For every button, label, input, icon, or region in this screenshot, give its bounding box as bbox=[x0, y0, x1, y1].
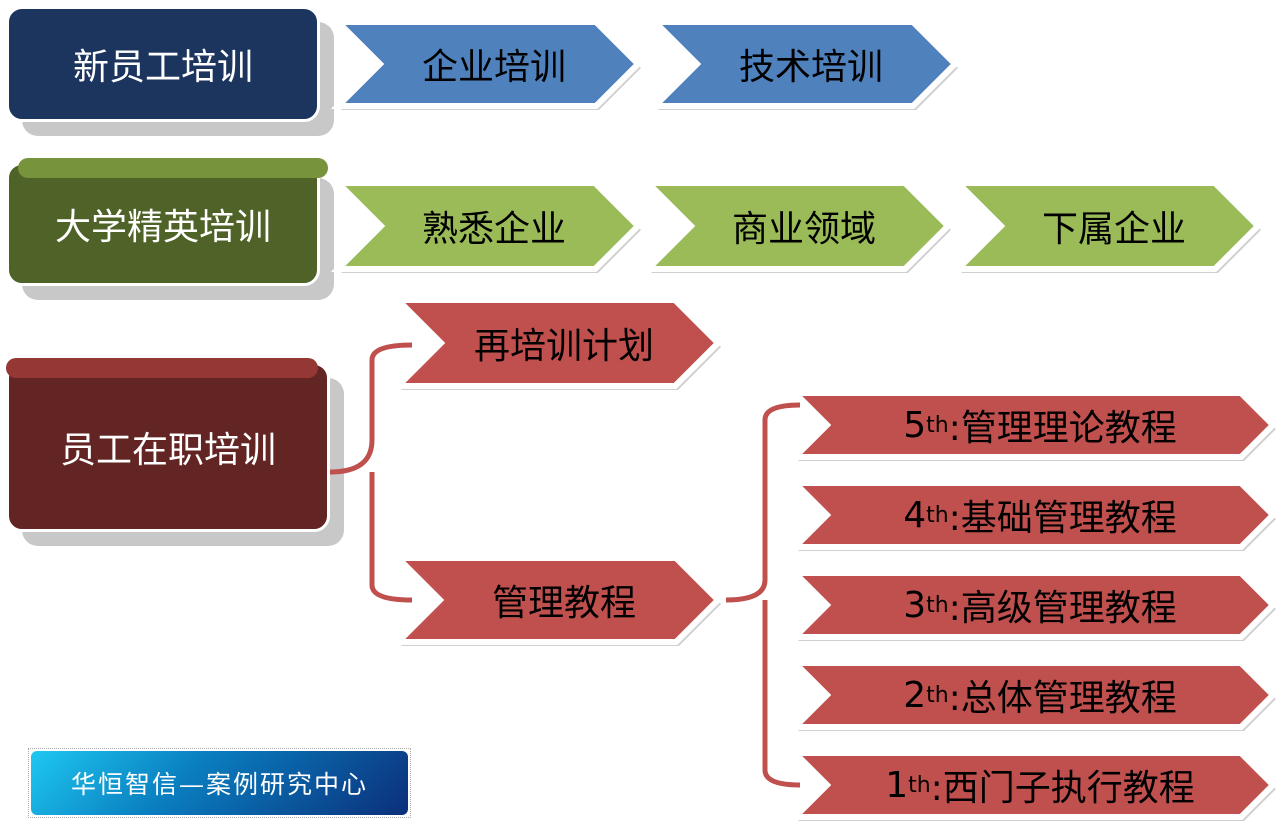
chevron-label: 企业培训 bbox=[421, 47, 566, 88]
chevron-shape bbox=[950, 180, 1263, 273]
chevron-shape bbox=[787, 390, 1278, 461]
chevron-shape bbox=[787, 660, 1278, 731]
chevron-label: 再培训计划 bbox=[473, 326, 654, 367]
box-tab bbox=[18, 158, 328, 178]
brace-left bbox=[329, 342, 413, 603]
chevron-business-field: 商业领域 bbox=[640, 180, 953, 273]
chevron-subsidiary: 下属企业 bbox=[950, 180, 1263, 273]
logo-text: 华恒智信—案例研究中心 bbox=[31, 751, 408, 815]
chevron-shape bbox=[787, 750, 1278, 821]
chevron-management-course: 管理教程 bbox=[390, 555, 723, 646]
chevron-shape bbox=[330, 19, 643, 110]
university-elite-training-box: 大学精英培训 bbox=[6, 162, 320, 286]
box-tab bbox=[6, 358, 318, 378]
chevron-label: 管理教程 bbox=[491, 583, 636, 624]
chevron-shape bbox=[390, 297, 723, 390]
chevron-shape bbox=[330, 180, 643, 273]
logo-badge: 华恒智信—案例研究中心 bbox=[28, 748, 411, 818]
chevron-know-enterprise: 熟悉企业 bbox=[330, 180, 643, 273]
chevron-enterprise-training: 企业培训 bbox=[330, 19, 643, 110]
chevron-label: 技术培训 bbox=[738, 47, 883, 88]
new-employee-training-box: 新员工培训 bbox=[6, 6, 320, 122]
chevron-technical-training: 技术培训 bbox=[647, 19, 960, 110]
chevron-label: 熟悉企业 bbox=[421, 209, 566, 250]
chevron-label: 下属企业 bbox=[1041, 209, 1186, 250]
chevron-shape bbox=[647, 19, 960, 110]
chevron-retraining-plan: 再培训计划 bbox=[390, 297, 723, 390]
chevron-label: 商业领域 bbox=[731, 209, 876, 250]
chevron-shape bbox=[640, 180, 953, 273]
chevron-shape bbox=[390, 555, 723, 646]
brace-right bbox=[725, 402, 801, 788]
chevron-shape bbox=[787, 480, 1278, 551]
chevron-shape bbox=[787, 570, 1278, 641]
